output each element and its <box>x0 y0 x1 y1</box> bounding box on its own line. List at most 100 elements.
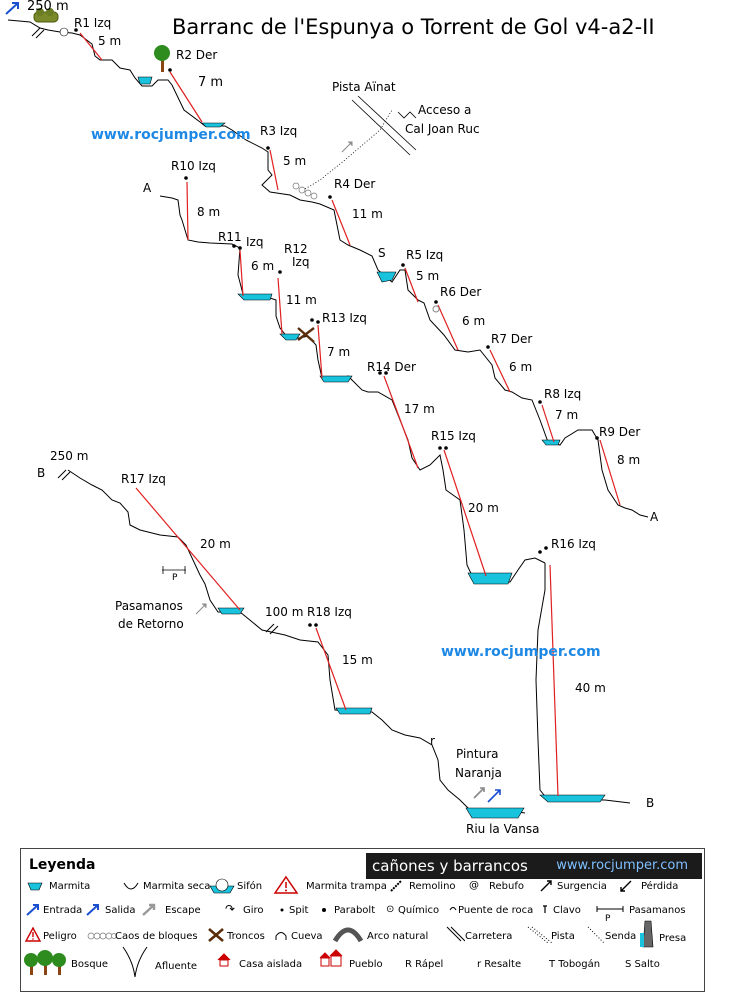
rappel-label-r4: R4 Der <box>334 177 376 191</box>
pasamanos-label-2: de Retorno <box>118 617 184 631</box>
legend-tobogan: T Tobogán <box>549 959 601 970</box>
start-bushes-icon <box>33 8 69 37</box>
rappel-line-r1 <box>79 32 103 61</box>
depth-label-r5: 5 m <box>416 269 440 283</box>
troncos-icon <box>208 928 224 942</box>
legend-bosque: Bosque <box>71 959 109 970</box>
rappel-label-r2: R2 Der <box>176 48 218 62</box>
peligro-icon <box>25 927 41 942</box>
rebufo-icon: @ <box>469 880 479 891</box>
depth-label-r8: 7 m <box>555 408 579 422</box>
entrada-icon <box>26 904 39 916</box>
depth-label-r12: 11 m <box>286 293 317 307</box>
access-label-1: Acceso a <box>418 103 472 117</box>
anchor-dots <box>74 28 599 627</box>
legend-spit: Spit <box>289 905 309 916</box>
rappel-label-r17: R17 Izq <box>121 472 166 486</box>
quimico-anchor-icon <box>432 305 440 313</box>
resalte-label: r <box>430 734 435 748</box>
legend-rebufo: Rebufo <box>489 881 524 892</box>
rappel-label-r11: R11 <box>218 230 242 244</box>
depth-label-r7: 6 m <box>509 360 533 374</box>
website-link-1[interactable]: www.rocjumper.com <box>91 127 251 143</box>
legend-pueblo: Pueblo <box>349 959 383 970</box>
legend-senda: Senda <box>605 931 637 942</box>
senda-icon <box>587 926 605 944</box>
pool-12 <box>465 807 525 819</box>
altitude-label-100: 100 m <box>265 605 304 619</box>
legend-afluente: Afluente <box>155 961 198 972</box>
rappel-label-r8: R8 Izq <box>544 387 582 401</box>
page-title: Barranc de l'Espunya o Torrent de Gol v4… <box>172 15 655 39</box>
bosque-icon <box>24 950 66 975</box>
legend-peligro: Peligro <box>43 931 77 942</box>
depth-label-r9: 8 m <box>617 453 641 467</box>
legend-surgencia: Surgencia <box>557 881 607 892</box>
pool-5 <box>237 293 273 301</box>
rappel-line-r18 <box>315 627 347 711</box>
depth-label-r18: 15 m <box>342 653 373 667</box>
surgencia-icon <box>540 880 552 892</box>
rappel-line-r16 <box>549 564 559 797</box>
pool-6 <box>279 333 301 341</box>
rappel-line-r6 <box>437 304 459 351</box>
legend-entrada: Entrada <box>43 905 83 916</box>
banner-website[interactable]: www.rocjumper.com <box>556 858 688 873</box>
rappel-line-r12 <box>277 277 283 335</box>
legend-resalte: r Resalte <box>477 959 522 970</box>
rappel-label-r5: R5 Izq <box>406 248 444 262</box>
legend-clavo: Clavo <box>553 905 581 916</box>
logs-icon <box>297 327 315 343</box>
rappel-line-r5 <box>404 267 419 303</box>
pool-9 <box>539 794 606 803</box>
arco-natural-icon <box>333 927 363 943</box>
rappel-label-r10: R10 Izq <box>171 159 216 173</box>
pool-10 <box>217 607 245 615</box>
rappel-label-r16: R16 Izq <box>551 537 596 551</box>
rappel-line-r7 <box>489 349 511 393</box>
legend-troncos: Troncos <box>227 931 265 942</box>
rappel-label-r15: R15 Izq <box>431 429 476 443</box>
depth-label-r10: 8 m <box>197 205 221 219</box>
legend-banner: cañones y barrancos www.rocjumper.com <box>366 853 702 879</box>
legend-cueva: Cueva <box>291 931 323 942</box>
pista-dotted-line <box>299 109 393 193</box>
legend-rapel: R Rápel <box>405 959 444 970</box>
legend-salida: Salida <box>105 905 136 916</box>
rappel-line-r8 <box>541 404 555 443</box>
legend-caos: Caos de bloques <box>115 931 198 942</box>
legend-presa: Presa <box>659 933 687 944</box>
rappel-line-r11 <box>239 249 244 297</box>
legend-pasamanos: Pasamanos <box>629 905 686 916</box>
depth-label-r2: 7 m <box>198 75 224 90</box>
legend-marmita: Marmita <box>49 881 91 892</box>
rappel-label-r12: R12 <box>284 242 308 256</box>
rappel-line-r17 <box>135 487 241 611</box>
pasamanos-marker <box>162 566 186 574</box>
rappel-label-r3: R3 Izq <box>260 124 298 138</box>
website-link-2[interactable]: www.rocjumper.com <box>441 644 601 660</box>
rappel-line-r3 <box>269 149 279 191</box>
rappel-line-r10 <box>186 181 189 241</box>
legend-quimico: Químico <box>398 905 440 916</box>
sifon-icon <box>209 878 235 894</box>
rappel-line-r14 <box>383 375 419 469</box>
puente-roca-icon <box>449 907 457 911</box>
casa-icon <box>217 953 231 967</box>
cueva-icon <box>275 932 287 940</box>
connector-label-a-start: A <box>143 181 152 195</box>
cut-marks <box>31 27 279 635</box>
river-label: Riu la Vansa <box>466 822 540 836</box>
rappel-label-r7: R7 Der <box>491 332 533 346</box>
legend-pasamanos-p: P <box>605 914 611 924</box>
caos-bloques-icon <box>87 932 117 940</box>
quimico-icon: ⊙ <box>386 904 395 915</box>
pista-icon <box>527 926 552 944</box>
connector-label-b-end: B <box>646 796 655 810</box>
rappel-label-r11-side: Izq <box>246 235 264 249</box>
marmita-seca-icon <box>123 882 139 890</box>
legend-puente-roca: Puente de roca <box>458 905 534 916</box>
legend-perdida: Pérdida <box>641 881 679 892</box>
legend-arco: Arco natural <box>367 931 429 942</box>
